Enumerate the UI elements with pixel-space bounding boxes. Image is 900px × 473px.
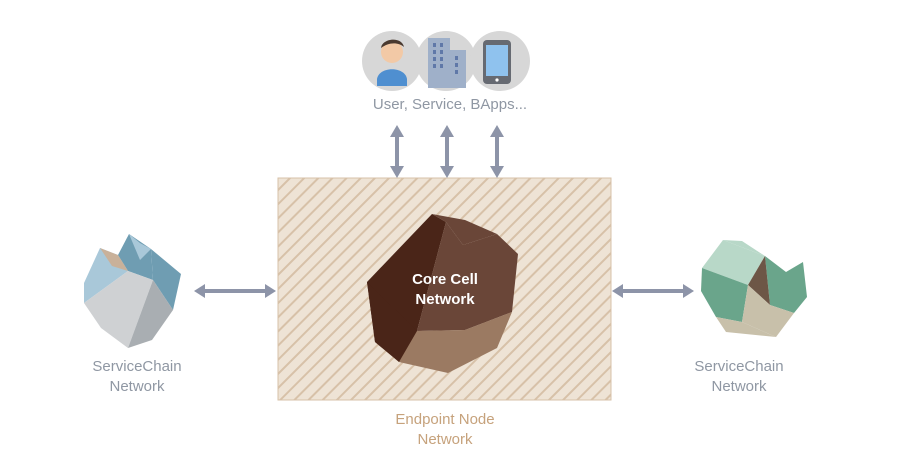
double-arrow-icon-top-3 [490,125,504,178]
double-arrow-icon-left [194,284,276,298]
endpoint-node-network-label: Endpoint Node Network [360,410,530,450]
smartphone-icon [470,31,530,91]
double-arrow-icon-right [612,284,694,298]
left-servicechain-network-label: ServiceChain Network [64,357,210,397]
right-label-line-2: Network [711,378,767,395]
user-avatar-icon [362,31,422,91]
double-arrow-icon-top-1 [390,125,404,178]
building-icon [416,31,476,91]
right-servicechain-network-label: ServiceChain Network [666,357,812,397]
right-servicechain-shape [701,240,807,337]
top-user-service-bapps-label: User, Service, BApps... [330,95,570,115]
double-arrow-icon-top-2 [440,125,454,178]
left-label-line-2: Network [109,378,165,395]
core-label-line-1: Core Cell [412,271,478,288]
left-label-line-1: ServiceChain [92,358,182,375]
right-label-line-1: ServiceChain [694,358,784,375]
core-cell-network-shape [367,214,518,373]
core-cell-network-label: Core Cell Network [385,270,505,310]
endpoint-label-line-1: Endpoint Node [395,411,495,428]
top-label-text: User, Service, BApps... [372,96,528,113]
endpoint-label-line-2: Network [417,431,473,448]
core-label-line-2: Network [415,291,475,308]
left-servicechain-shape [84,234,181,348]
top-icon-group [362,31,530,91]
